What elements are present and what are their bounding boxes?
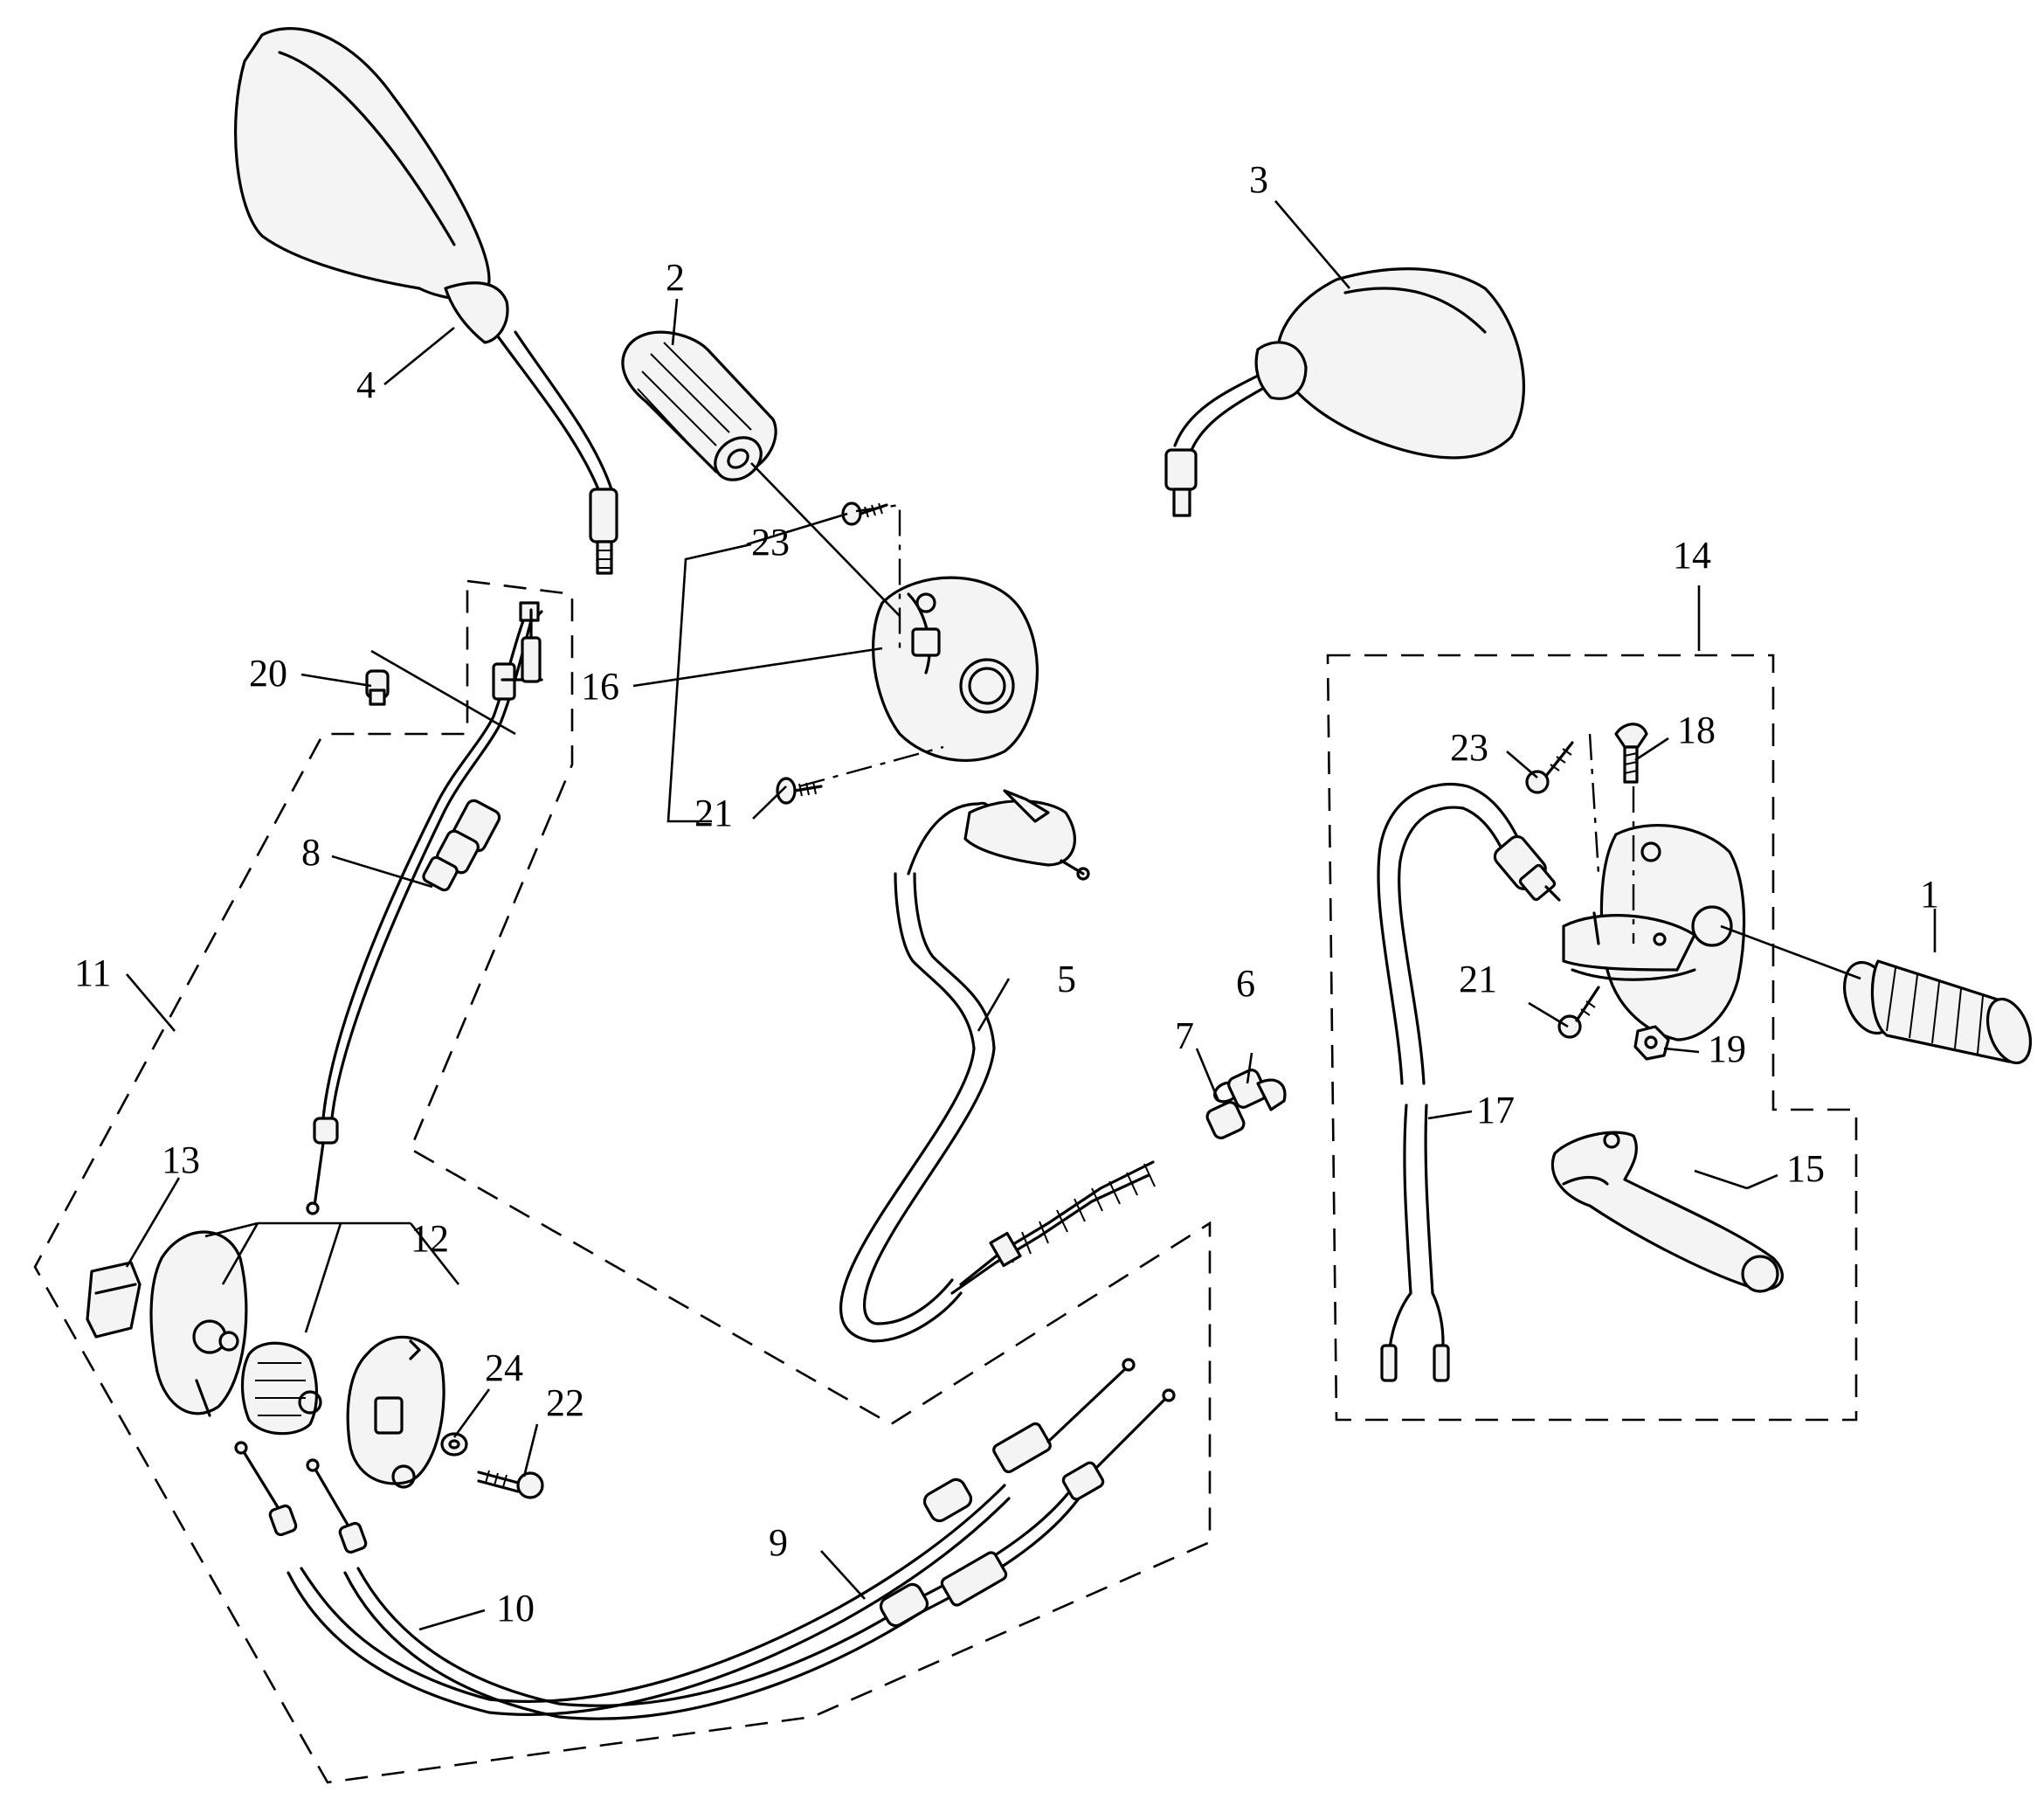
callout-17: 17 (1476, 1089, 1515, 1131)
callout-3: 3 (1249, 158, 1268, 201)
brake-lever (1550, 1131, 1784, 1293)
callout-10: 10 (496, 1587, 535, 1630)
right-grip (1843, 959, 2033, 1065)
callout-24: 24 (485, 1346, 523, 1389)
callout-22: 22 (546, 1381, 584, 1424)
callout-labels: 1 2 3 4 5 6 7 8 9 10 11 12 13 14 15 16 1… (74, 158, 1939, 1630)
throttle-housing (872, 576, 1039, 762)
callout-19: 19 (1708, 1028, 1746, 1070)
leader-lines (125, 200, 1937, 1631)
callout-2: 2 (666, 256, 685, 299)
callout-13: 13 (162, 1138, 200, 1181)
callout-4: 4 (356, 363, 376, 406)
cables-9-10 (234, 1358, 1176, 1720)
callout-15: 15 (1786, 1147, 1825, 1190)
callout-16: 16 (581, 665, 619, 708)
cable-adjuster-parts (1205, 1069, 1287, 1139)
group-outlines (33, 462, 1861, 1784)
callout-21-right: 21 (1459, 958, 1497, 1000)
speedometer-cable (839, 789, 1156, 1343)
callout-11: 11 (74, 951, 111, 994)
callout-20: 20 (249, 652, 287, 695)
callout-5: 5 (1057, 958, 1076, 1000)
callout-9: 9 (769, 1521, 788, 1564)
left-mirror (234, 27, 618, 575)
callout-6: 6 (1236, 962, 1255, 1005)
callout-14: 14 (1673, 534, 1711, 577)
left-grip (621, 330, 777, 481)
right-switch-housing (1562, 824, 1746, 1041)
right-mirror (1164, 267, 1526, 517)
callout-23-left: 23 (751, 521, 790, 564)
callout-7: 7 (1175, 1014, 1194, 1057)
callout-12: 12 (411, 1217, 449, 1260)
throttle-cable (306, 601, 543, 1215)
callout-8: 8 (301, 831, 321, 874)
callout-18: 18 (1677, 709, 1716, 751)
brake-switch-wire (1377, 782, 1561, 1382)
throttle-parts (86, 1230, 445, 1489)
callout-21-left: 21 (694, 792, 733, 834)
callout-23-right: 23 (1450, 726, 1488, 769)
callout-1: 1 (1920, 873, 1939, 916)
